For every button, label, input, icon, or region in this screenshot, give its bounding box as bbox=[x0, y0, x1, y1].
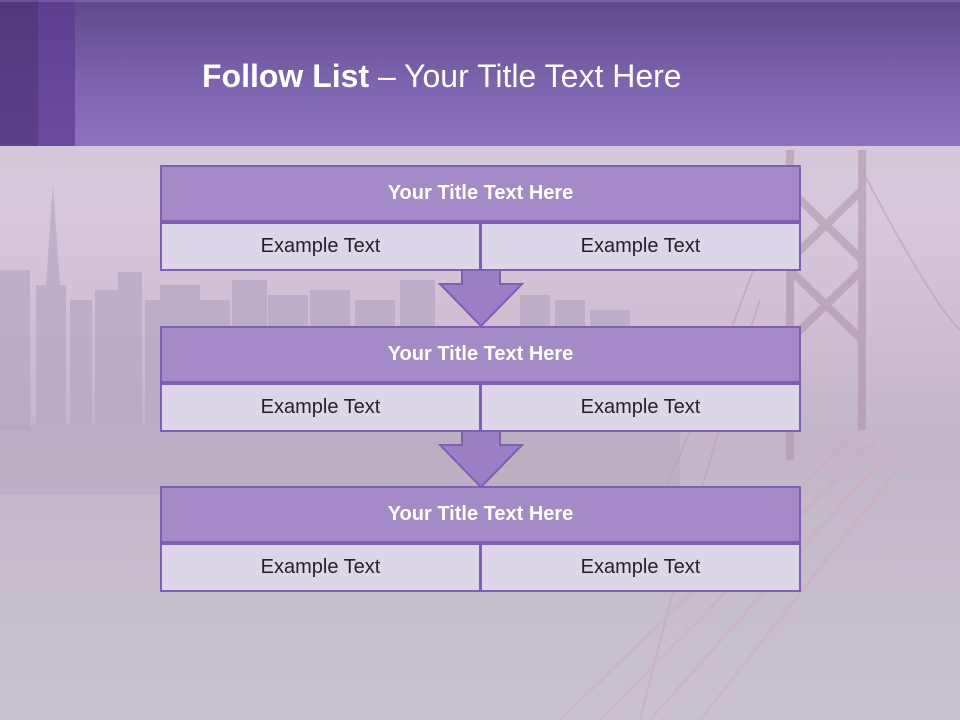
list-block-1: Your Title Text Here Example Text Exampl… bbox=[160, 165, 801, 271]
header-accent-block bbox=[38, 0, 75, 146]
block-cell-left: Example Text bbox=[160, 543, 481, 592]
page-title: Follow List – Your Title Text Here bbox=[202, 56, 682, 96]
header-band: Follow List – Your Title Text Here bbox=[0, 0, 960, 146]
block-cell-right: Example Text bbox=[480, 222, 801, 271]
block-cell-right: Example Text bbox=[480, 383, 801, 432]
down-arrow-1 bbox=[438, 270, 524, 327]
block-cell-right: Example Text bbox=[480, 543, 801, 592]
header-top-line bbox=[0, 0, 960, 2]
down-arrow-2 bbox=[438, 431, 524, 488]
block-cell-left: Example Text bbox=[160, 383, 481, 432]
title-subtitle-part: Your Title Text Here bbox=[404, 58, 682, 94]
block-title: Your Title Text Here bbox=[160, 486, 801, 543]
title-bold-part: Follow List bbox=[202, 58, 370, 94]
header-accent-block bbox=[0, 0, 38, 146]
block-cell-left: Example Text bbox=[160, 222, 481, 271]
block-title: Your Title Text Here bbox=[160, 165, 801, 222]
list-block-2: Your Title Text Here Example Text Exampl… bbox=[160, 326, 801, 432]
title-separator: – bbox=[369, 58, 405, 94]
block-title: Your Title Text Here bbox=[160, 326, 801, 383]
list-block-3: Your Title Text Here Example Text Exampl… bbox=[160, 486, 801, 592]
